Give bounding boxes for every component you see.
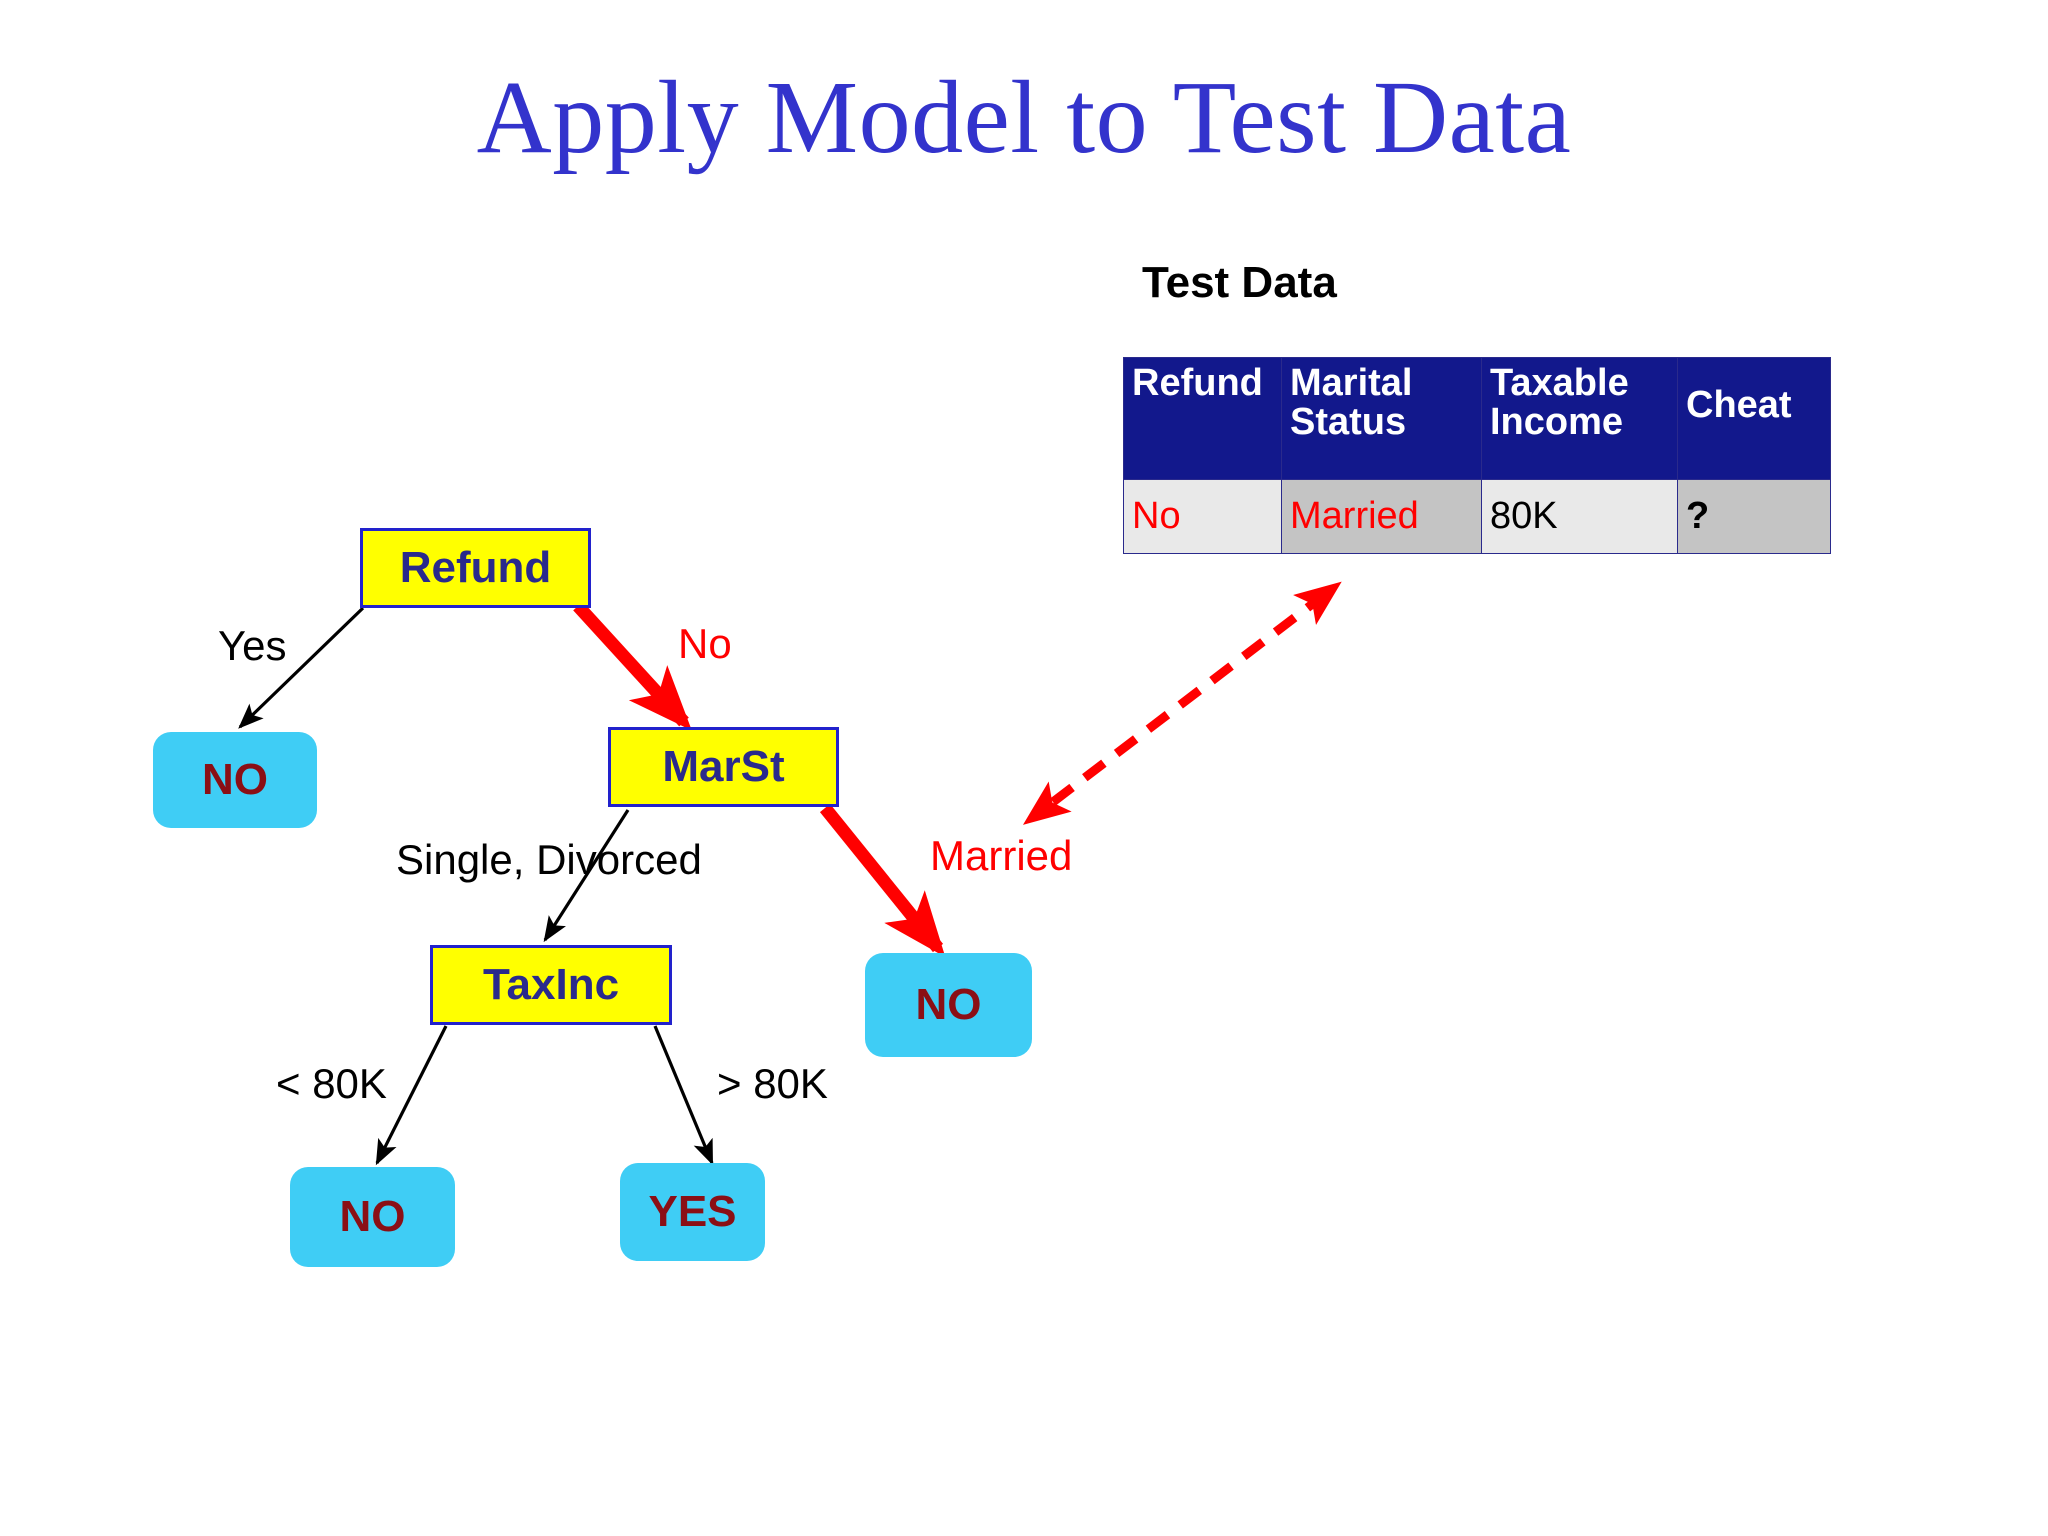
edge-label-marst-single: Single, Divorced: [396, 836, 702, 883]
table-row: No Married 80K ?: [1123, 479, 1831, 554]
column-header-marital-line1: Marital: [1290, 362, 1413, 404]
edge-label-marst-married: Married: [930, 832, 1073, 879]
test-data-table: Refund Marital Status Taxable Income Che…: [1123, 357, 1831, 554]
edge-taxinc-lt: [375, 1025, 448, 1166]
tree-node-taxinc-label: TaxInc: [482, 960, 620, 1009]
column-header-marital-line2: Status: [1290, 400, 1407, 443]
cell-refund: No: [1123, 479, 1282, 554]
cell-marital-status: Married: [1281, 479, 1482, 554]
tree-node-refund[interactable]: Refund: [360, 528, 591, 608]
page-title: Apply Model to Test Data: [476, 60, 1572, 175]
tree-leaf-lt80k-no-label: NO: [339, 1192, 406, 1241]
tree-leaf-lt80k-no[interactable]: NO: [290, 1167, 455, 1267]
edge-marst-married: [819, 803, 946, 958]
column-header-income-line1: Taxable: [1490, 362, 1629, 404]
tree-node-marst[interactable]: MarSt: [608, 727, 839, 807]
edge-taxinc-gt: [653, 1025, 714, 1166]
edge-label-refund-yes: Yes: [218, 622, 287, 669]
column-header-income-line2: Income: [1490, 400, 1624, 443]
table-header-row: Refund Marital Status Taxable Income Che…: [1123, 357, 1831, 480]
column-header-refund[interactable]: Refund: [1123, 357, 1282, 480]
test-data-heading: Test Data: [1142, 258, 1337, 307]
column-header-cheat-label: Cheat: [1686, 384, 1792, 427]
tree-node-taxinc[interactable]: TaxInc: [430, 945, 672, 1025]
edge-label-refund-no: No: [678, 620, 732, 667]
tree-leaf-married-no[interactable]: NO: [865, 953, 1032, 1057]
tree-leaf-refund-yes-no-label: NO: [202, 755, 268, 804]
edge-refund-no: [573, 601, 692, 731]
cell-taxable-income: 80K: [1481, 479, 1678, 554]
column-header-marital-status[interactable]: Marital Status: [1281, 357, 1482, 480]
tree-leaf-gt80k-yes[interactable]: YES: [620, 1163, 765, 1261]
tree-node-refund-label: Refund: [399, 543, 552, 592]
test-record-link-arrow: [1022, 581, 1342, 825]
column-header-cheat[interactable]: Cheat: [1677, 357, 1831, 480]
tree-leaf-refund-yes-no[interactable]: NO: [153, 732, 317, 828]
edge-label-taxinc-lt: < 80K: [276, 1060, 387, 1107]
edge-label-taxinc-gt: > 80K: [717, 1060, 828, 1107]
tree-leaf-gt80k-yes-label: YES: [648, 1187, 737, 1236]
column-header-refund-label: Refund: [1132, 362, 1263, 404]
tree-node-marst-label: MarSt: [662, 742, 785, 791]
tree-leaf-married-no-label: NO: [915, 980, 982, 1029]
column-header-taxable-income[interactable]: Taxable Income: [1481, 357, 1678, 480]
cell-cheat: ?: [1677, 479, 1831, 554]
